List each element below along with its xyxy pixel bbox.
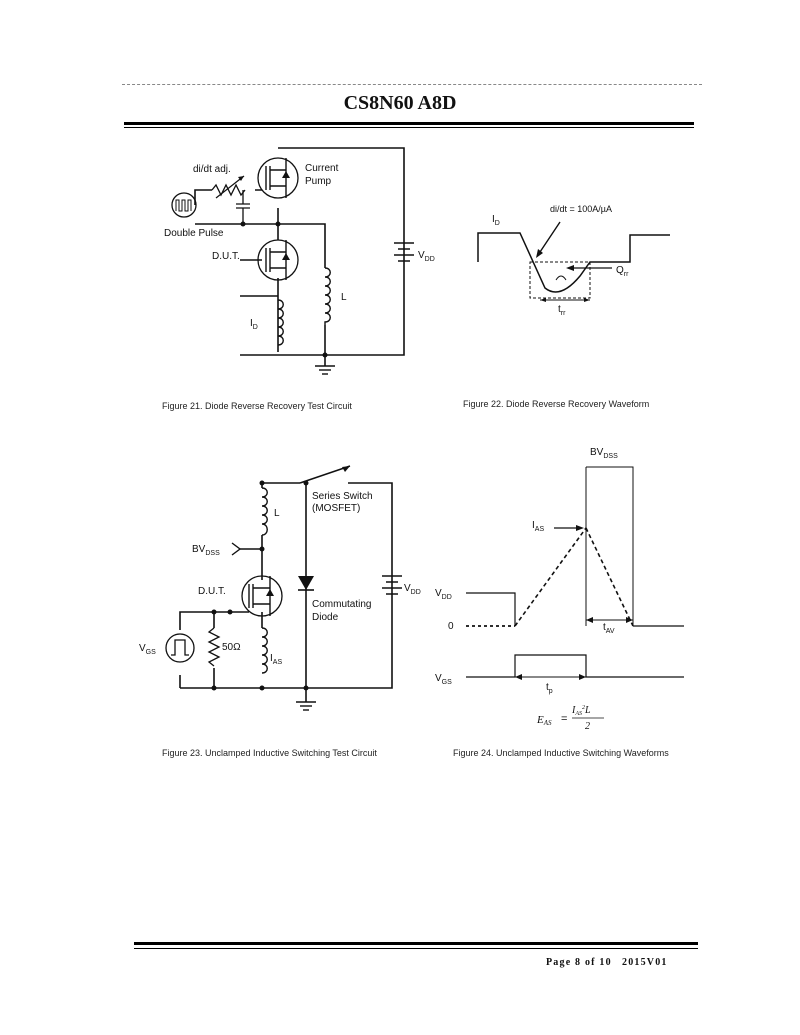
header-thick-rule [124,122,694,125]
fig21-l-label: L [341,292,347,303]
fig22-qrr-label: Qrr [616,265,629,278]
fig24-energy-equation: EAS = IAS2L 2 [536,705,604,730]
fig21-wire-mid [195,223,326,268]
fig23-dut-label: D.U.T. [198,586,226,597]
figure-22-caption: Figure 22. Diode Reverse Recovery Wavefo… [463,399,650,409]
fig21-gate-pump [194,189,262,205]
fig23-series-switch [299,465,351,484]
figure-23-diagram: Series Switch (MOSFET) L BVDSS D.U.T. VD… [139,465,421,711]
header-top-rule [122,84,702,85]
fig21-current-probe [277,299,284,346]
footer-version: 2015V01 [622,957,668,968]
fig21-pump-mosfet [257,157,299,199]
fig21-dut-label: D.U.T. [212,251,240,262]
fig24-bvdss-box [586,466,634,626]
fig21-vdd-battery [394,242,414,262]
figure-21-caption: Figure 21. Diode Reverse Recovery Test C… [162,401,352,411]
fig21-id-label: ID [250,318,258,331]
fig21-dut-mosfet [257,239,299,281]
fig23-vgs-source [165,633,195,663]
fig24-vdd-label: VDD [435,588,452,601]
figure-24-diagram: BVDSS IAS VDD 0 tAV VGS tp EAS = IAS2L 2 [435,447,684,730]
fig22-id-waveform [477,232,670,293]
fig21-double-pulse-label: Double Pulse [164,228,224,239]
fig24-vdd-step [466,592,684,627]
fig23-ias-label: IAS [270,653,282,666]
footer-thick-rule [134,942,698,945]
header-thin-rule [124,127,694,128]
fig24-zero-label: 0 [448,621,454,632]
fig23-ias-probe [261,627,268,674]
fig23-series-switch-label: Series Switch [312,491,373,502]
fig23-commutating-label: Commutating [312,599,371,610]
svg-text:IAS2L: IAS2L [571,705,591,717]
fig23-resistor-50ohm [207,627,221,667]
fig24-vgs-pulse [466,654,684,678]
footer-thin-rule [134,948,698,949]
fig23-vdd-label: VDD [404,583,421,596]
fig23-vgs-label: VGS [139,643,156,656]
fig21-double-pulse-source [171,192,197,218]
fig23-l-label: L [274,508,280,519]
fig22-id-label: ID [492,214,500,227]
fig24-tp-label: tp [546,682,553,695]
fig23-vdd-battery [382,575,402,595]
figure-22-diagram: di/dt = 100A/µA ID Qrr trr [477,204,670,317]
fig21-pump-label: Pump [305,176,332,187]
fig24-tav-label: tAV [603,622,615,635]
fig23-wire-gate [179,611,249,688]
fig22-didt-label: di/dt = 100A/µA [550,204,612,214]
fig21-current-label: Current [305,163,339,174]
fig23-wire-top [180,482,393,689]
fig23-mosfet-label: (MOSFET) [312,503,360,514]
fig21-adj-resistor [211,183,246,197]
fig23-diode-label: Diode [312,612,339,623]
fig21-vdd-label: VDD [418,250,435,263]
fig23-dut-mosfet [241,575,283,617]
fig22-didt-arrow [539,221,561,253]
footer-page-number: Page 8 of 10 [546,957,612,968]
fig21-capacitor [236,190,250,224]
figure-24-caption: Figure 24. Unclamped Inductive Switching… [453,748,669,758]
fig23-r50-label: 50Ω [222,642,241,653]
fig22-reference-box [529,261,591,299]
fig24-bvdss-label: BVDSS [590,447,618,460]
fig23-bvdss-probe [231,542,242,556]
fig21-wire-id-loop [240,295,279,352]
svg-text:2: 2 [585,721,590,730]
svg-text:=: = [561,713,567,725]
fig21-ground [315,365,335,375]
fig24-ias-rise [514,527,587,627]
fig21-didt-label: di/dt adj. [193,164,231,175]
figure-21-diagram: di/dt adj. Double Pulse Current Pump D.U… [164,147,435,375]
page-title: CS8N60 A8D [343,92,457,114]
fig23-bvdss-label: BVDSS [192,544,220,557]
fig21-inductor-l [324,267,331,325]
fig24-ias-fall [585,527,634,627]
fig21-wire-top [240,147,405,356]
fig23-ground [296,701,316,711]
fig23-inductor-l [261,487,268,536]
fig22-trr-label: trr [558,304,566,317]
figure-23-caption: Figure 23. Unclamped Inductive Switching… [162,748,377,758]
fig24-ias-label: IAS [532,520,544,533]
svg-text:EAS: EAS [536,714,552,727]
fig23-commutating-diode [298,576,314,590]
fig24-vgs-label: VGS [435,673,452,686]
